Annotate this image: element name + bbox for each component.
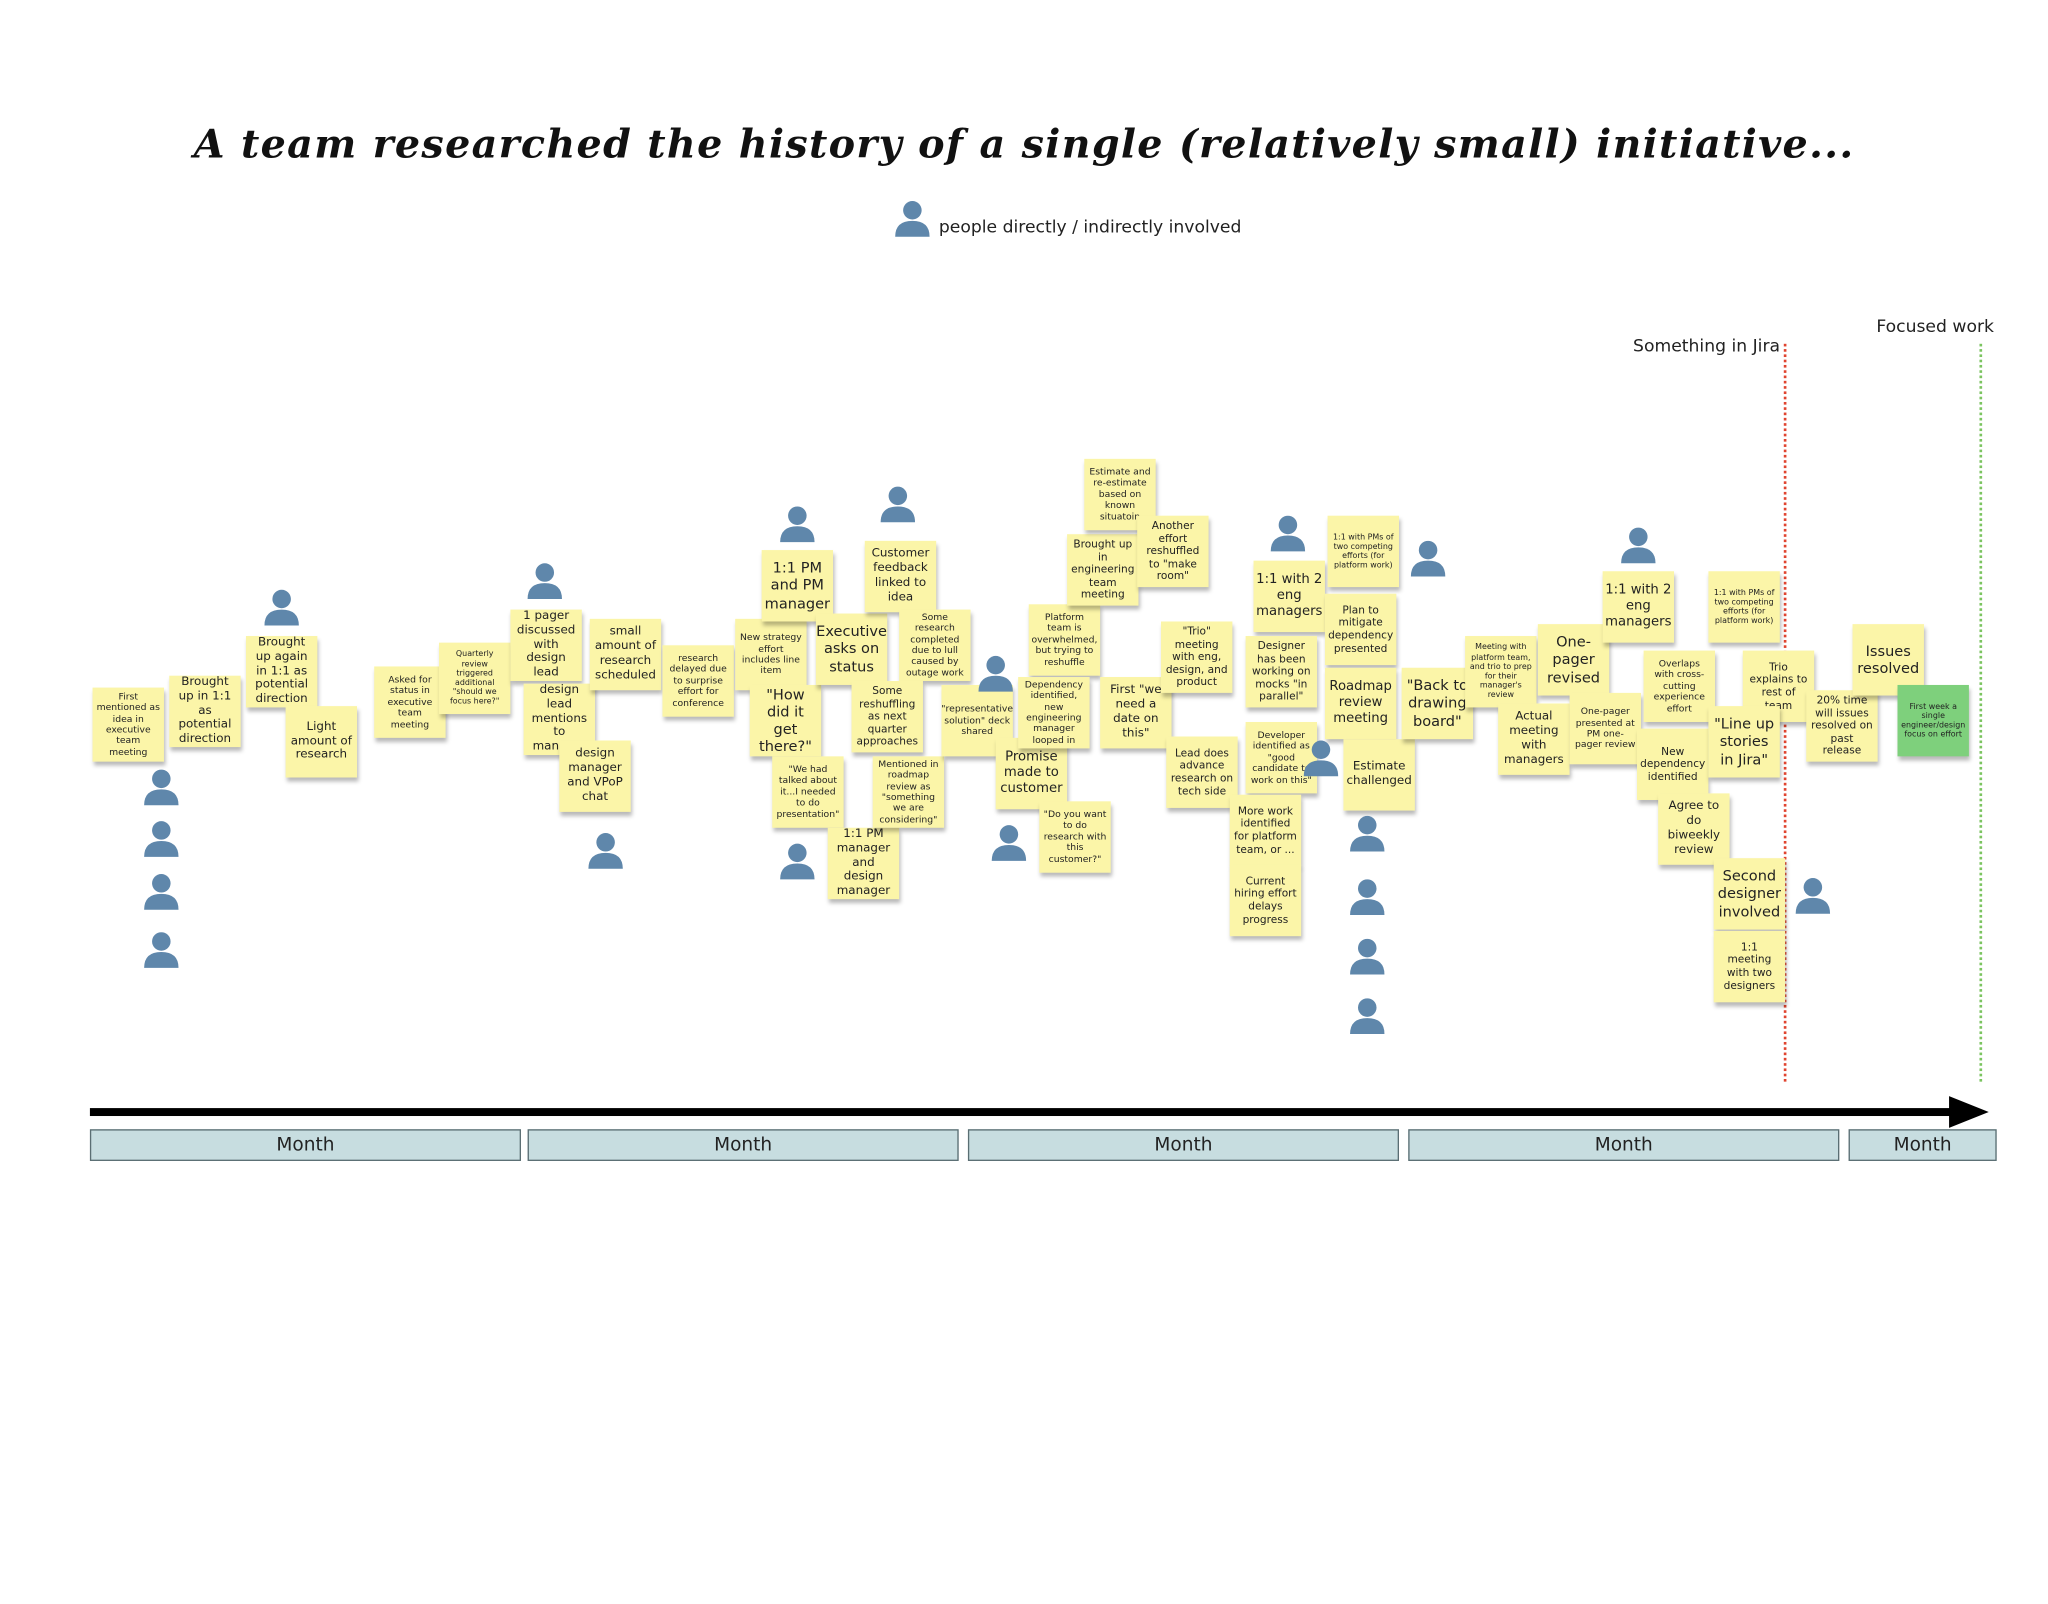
month-band-2: Month: [527, 1129, 959, 1161]
sticky-note: Customer feedback linked to idea: [864, 540, 937, 613]
sticky-note: "Line up stories in Jira": [1708, 706, 1780, 778]
sticky-note: "Do you want to do research with this cu…: [1039, 801, 1111, 873]
person-icon: [990, 822, 1027, 862]
sticky-note: Platform team is overwhelmed, but trying…: [1028, 604, 1101, 676]
sticky-note: New dependency identified: [1637, 728, 1709, 800]
sticky-note: 1 pager discussed with design lead: [510, 609, 582, 681]
person-icon: [587, 830, 624, 870]
person-icon: [1349, 877, 1386, 917]
sticky-note: Estimate challenged: [1343, 739, 1415, 811]
sticky-note: 1:1 meeting with two designers: [1713, 930, 1786, 1003]
sticky-note: More work identified for platform team, …: [1229, 794, 1302, 867]
sticky-note: Plan to mitigate dependency presented: [1324, 593, 1397, 666]
sticky-note: Agree to do biweekly review: [1658, 793, 1730, 865]
timeline-arrow: [89, 1108, 1955, 1117]
sticky-note: 1:1 PM manager and design manager: [827, 827, 900, 900]
sticky-note: Some research completed due to lull caus…: [899, 609, 971, 681]
sticky-note: Actual meeting with managers: [1498, 703, 1570, 775]
sticky-note: Lead does advance research on tech side: [1166, 736, 1238, 808]
sticky-note: First mentioned as idea in executive tea…: [92, 687, 164, 762]
sticky-note: Executive asks on status: [815, 613, 888, 685]
person-icon: [977, 653, 1014, 693]
person-icon: [1410, 538, 1447, 578]
person-icon: [1349, 996, 1386, 1036]
person-icon: [879, 484, 916, 524]
sticky-note: Brought up in 1:1 as potential direction: [169, 675, 241, 748]
sticky-note: Developer identified as "good candidate …: [1245, 721, 1318, 794]
sticky-note: First week a single engineer/design focu…: [1897, 684, 1969, 757]
person-icon: [143, 819, 180, 859]
person-icon: [779, 504, 816, 544]
focused-marker-label: Focused work: [1876, 317, 1994, 338]
timeline-arrowhead: [1949, 1096, 1989, 1128]
person-icon: [779, 841, 816, 881]
sticky-note: Designer has been working on mocks "in p…: [1245, 636, 1318, 708]
month-band-4: Month: [1408, 1129, 1840, 1161]
sticky-note: Asked for status in executive team meeti…: [374, 666, 446, 738]
person-icon: [1302, 738, 1339, 778]
sticky-note: 1:1 with PMs of two competing efforts (f…: [1327, 515, 1399, 588]
focused-marker-line: [1979, 343, 1983, 1082]
month-band-3: Month: [967, 1129, 1399, 1161]
sticky-note: Mentioned in roadmap review as "somethin…: [872, 756, 945, 828]
sticky-note: Current hiring effort delays progress: [1229, 864, 1302, 937]
person-icon: [143, 871, 180, 911]
jira-marker-label: Something in Jira: [1633, 337, 1781, 358]
page-title: A team researched the history of a singl…: [193, 121, 1855, 168]
sticky-note: Issues resolved: [1852, 624, 1924, 696]
person-icon: [1620, 525, 1657, 565]
sticky-note: Some reshuffling as next quarter approac…: [851, 680, 923, 753]
sticky-note: research delayed due to surprise effort …: [662, 645, 734, 717]
sticky-note: 1:1 with PMs of two competing efforts (f…: [1708, 571, 1780, 643]
legend-label: people directly / indirectly involved: [938, 218, 1242, 239]
person-icon: [143, 767, 180, 807]
sticky-note: Roadmap review meeting: [1324, 667, 1397, 740]
sticky-note: Brought up again in 1:1 as potential dir…: [245, 636, 318, 708]
person-icon: [1349, 936, 1386, 976]
sticky-note: 1:1 with 2 eng managers: [1253, 560, 1325, 633]
person-icon: [1269, 513, 1306, 553]
sticky-note: New strategy effort includes line item: [735, 618, 807, 691]
sticky-note: Meeting with platform team, and trio to …: [1465, 636, 1537, 708]
sticky-note: 20% time will issues resolved on past re…: [1806, 690, 1878, 762]
sticky-note: Light amount of research: [285, 706, 358, 778]
sticky-note: 1:1 with 2 eng managers: [1602, 571, 1675, 643]
month-band-1: Month: [89, 1129, 521, 1161]
sticky-note: design manager and VPoP chat: [559, 740, 631, 812]
sticky-note: Dependency identified, new engineering m…: [1018, 677, 1090, 749]
sticky-note: Second designer involved: [1713, 858, 1786, 930]
sticky-note: "Trio" meeting with eng, design, and pro…: [1160, 621, 1233, 693]
person-icon: [143, 930, 180, 970]
sticky-note: One-pager revised: [1537, 624, 1610, 696]
sticky-note: Another effort reshuffled to "make room": [1137, 515, 1209, 588]
sticky-note: "representative solution" deck shared: [941, 684, 1013, 757]
sticky-note: "How did it get there?": [749, 684, 822, 757]
person-icon: [1794, 875, 1831, 915]
legend-person-icon: [894, 198, 931, 243]
sticky-note: Promise made to customer: [995, 737, 1068, 810]
sticky-note: Brought up in engineering team meeting: [1067, 534, 1139, 606]
sticky-note: First "we need a date on this": [1100, 677, 1172, 749]
sticky-note: small amount of research scheduled: [589, 618, 662, 691]
sticky-note: One-pager presented at PM one-pager revi…: [1569, 692, 1641, 765]
sticky-note: Overlaps with cross-cutting experience e…: [1643, 650, 1716, 722]
sticky-note: Quarterly review triggered additional "s…: [439, 642, 511, 715]
sticky-note: 1:1 PM and PM manager: [761, 550, 834, 622]
person-icon: [526, 561, 563, 601]
sticky-note: "We had talked about it...I needed to do…: [772, 756, 844, 828]
sticky-note: "Back to drawing board": [1401, 667, 1474, 740]
month-band-5: Month: [1848, 1129, 1997, 1161]
person-icon: [263, 587, 300, 627]
person-icon: [1349, 813, 1386, 853]
